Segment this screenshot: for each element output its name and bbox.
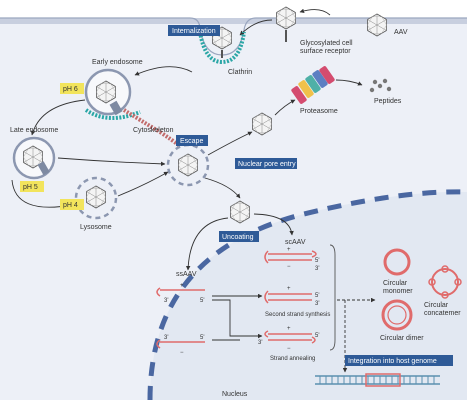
ssaav-top-plus: + [180,283,184,289]
nuclear-envelope [147,189,467,400]
scaav-label: scAAV [285,239,306,246]
proteasome-icon [291,66,335,104]
tag-integration [345,355,453,366]
arrow-escape-to-nucleus [204,177,241,199]
ssaav-bottom-minus: − [180,350,184,356]
ssaav-strand-bottom [156,339,205,349]
annealed-duplex [264,330,316,344]
tag-uncoating [219,231,259,242]
arrow-to-strand-annealing [212,299,263,339]
arrow-pit-to-early-endosome [134,66,193,76]
nucleus-label: Nucleus [222,391,248,398]
ph4-text: pH 4 [63,202,78,209]
receptor-label-2: surface receptor [300,48,351,55]
arrow-aav-to-receptor [299,8,331,16]
tag-internalization-text: Internalization [172,28,216,35]
circular-concatemer-label-2: concatemer [424,310,461,317]
ph6-badge [60,83,84,94]
anneal-5prime: 5' [315,333,319,339]
ph5-text: pH 5 [23,184,38,191]
circular-dimer-label: Circular dimer [380,335,424,342]
circular-dimer [381,299,413,331]
receptor-label-1: Glycosylated cell [300,40,353,47]
arrow-late-to-escape [57,157,166,167]
tag-nuclear-pore-entry-text: Nuclear pore entry [238,161,296,168]
clathrin-label: Clathrin [228,69,252,76]
second-plus: + [287,286,291,292]
lysosome-label: Lysosome [80,224,112,231]
anneal-3prime: 3' [258,340,262,346]
late-endosome-label: Late endosome [10,127,58,134]
arrow-lysosome-to-escape [117,171,169,197]
tag-escape-text: Escape [180,138,203,145]
peptides-icon [369,78,392,93]
circular-monomer-label-2: monomer [383,288,413,295]
receptor-late-endosome-icon [37,161,50,176]
clathrin-pit [198,26,246,65]
nucleus-body [150,191,467,400]
circular-concatemer [428,265,462,299]
circular-monomer-label-1: Circular [383,280,408,287]
receptor-in-endosome-icon [109,100,123,116]
ph4-badge [60,199,84,210]
tag-internalization [168,25,220,36]
cytoskeleton-filament [122,108,182,148]
cell-membrane [0,18,467,24]
ssaav-label: ssAAV [176,271,197,278]
anneal-plus: + [287,326,291,332]
scaav-3prime: 3' [315,266,319,272]
clathrin-coat-remnant [84,108,141,120]
scaav-minus: − [287,264,291,270]
ssaav-bottom-5prime: 5' [200,335,204,341]
lysosome [74,176,118,220]
arrow-early-to-late [30,99,86,136]
scaav-5prime: 5' [315,258,319,264]
early-endosome-label: Early endosome [92,59,143,66]
peptides-label: Peptides [374,98,402,105]
bracket [329,244,336,351]
scaav-hairpin [264,250,317,264]
tag-nuclear-pore-entry [235,158,297,169]
circular-monomer [383,248,411,276]
ssaav-top-5prime: 5' [200,298,204,304]
ph6-text: pH 6 [63,86,78,93]
proteasome-label: Proteasome [300,108,338,115]
tag-escape [176,135,208,146]
second-5prime: 5' [315,293,319,299]
second-strand-label: Second strand synthesis [265,312,330,318]
aav-label: AAV [394,29,408,36]
scaav-plus: + [287,247,291,253]
anneal-minus: − [287,346,291,352]
arrow-capsid-to-proteasome [274,99,296,116]
circular-concatemer-label-1: Circular [424,302,449,309]
tag-uncoating-text: Uncoating [222,234,254,241]
arrow-escape-to-capsid [207,131,253,156]
arrow-to-scaav [253,213,294,236]
host-genome-dna [315,373,440,387]
ssaav-strand-top [156,287,205,297]
ssaav-top-3prime: 3' [164,298,168,304]
second-3prime: 3' [315,301,319,307]
arrow-receptor-to-pit [239,19,273,36]
ssaav-bottom-3prime: 3' [164,335,168,341]
arrow-to-ssaav [185,217,229,271]
strand-annealing-label: Strand annealing [270,356,315,362]
second-strand-duplex [264,290,312,304]
ph5-badge [20,181,44,192]
tag-integration-text: Integration into host genome [348,358,437,365]
arrow-proteasome-to-peptides [335,79,363,86]
cytoskeleton-label: Cytoskeleton [133,127,174,134]
